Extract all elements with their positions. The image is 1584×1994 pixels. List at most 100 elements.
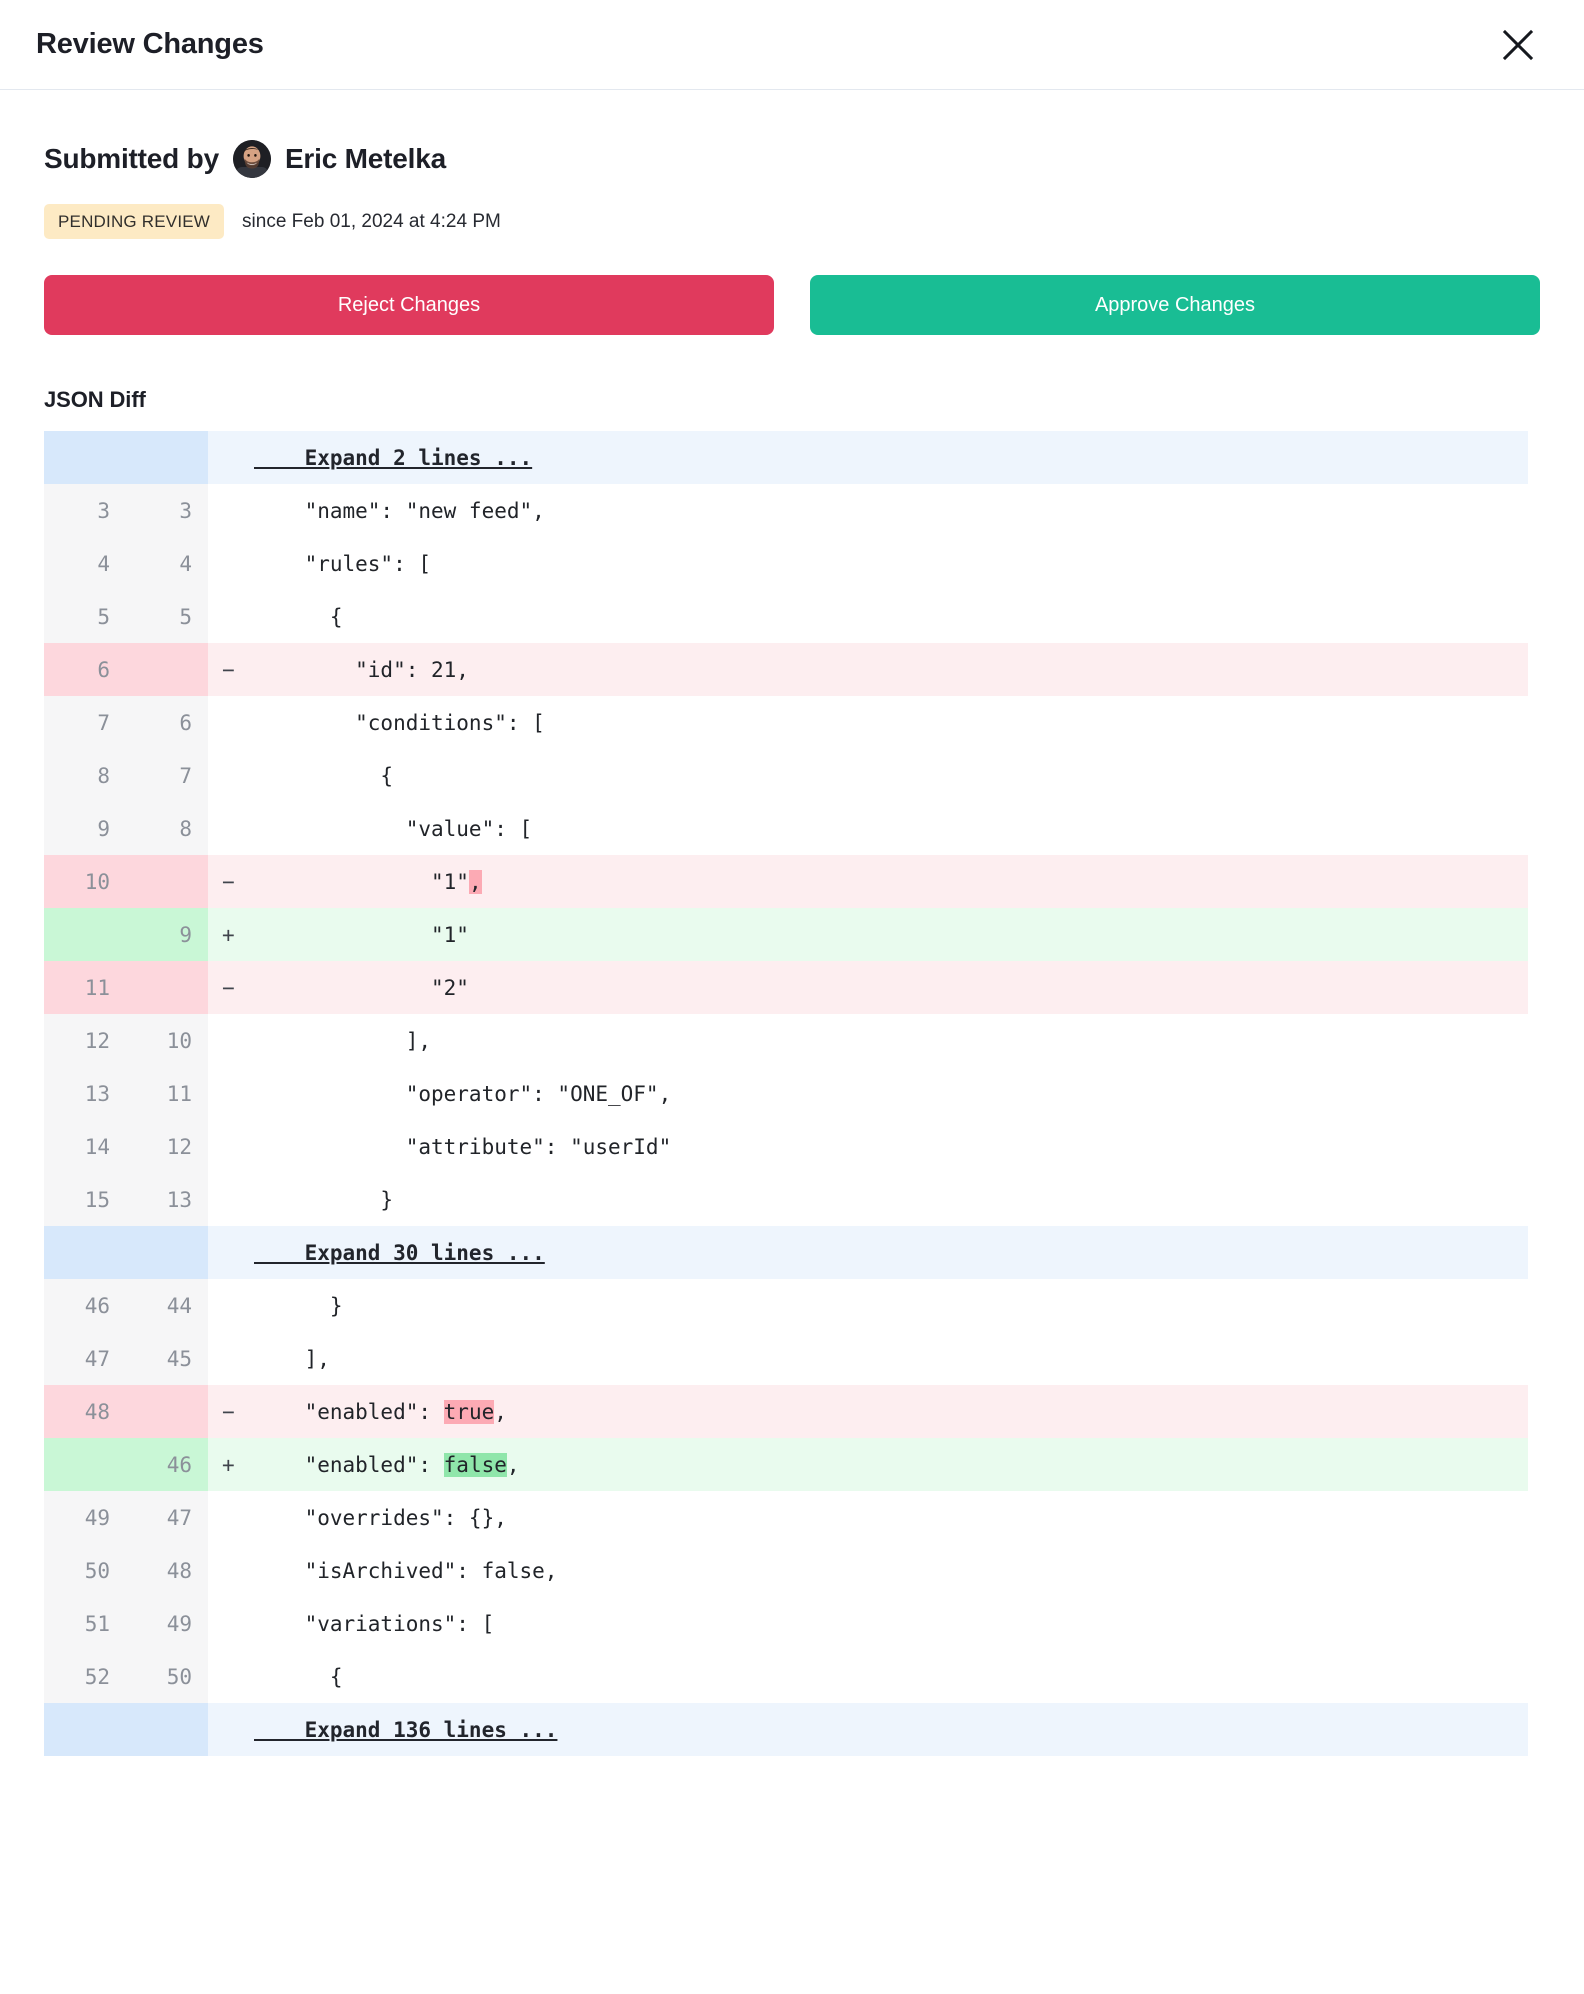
diff-row: 10− "1", [44,855,1528,908]
approve-changes-button[interactable]: Approve Changes [810,275,1540,335]
code-highlight: false [443,1452,507,1477]
line-number-old [44,1703,126,1756]
code-text: ], [254,1028,432,1053]
code-text: "value": [ [254,816,533,841]
diff-marker [208,1173,254,1226]
line-number-new: 7 [126,749,208,802]
line-number-new: 6 [126,696,208,749]
diff-marker [208,696,254,749]
line-number-new: 8 [126,802,208,855]
expand-lines-link[interactable]: Expand 2 lines ... [254,445,533,470]
expand-cell: Expand 136 lines ... [254,1703,1528,1756]
code-text-tail: , [494,1399,507,1424]
line-number-old [44,1438,126,1491]
line-number-new: 47 [126,1491,208,1544]
submitted-by-label: Submitted by [44,143,219,174]
diff-row: 48− "enabled": true, [44,1385,1528,1438]
code-text: "enabled": [254,1399,444,1424]
line-number-old: 6 [44,643,126,696]
line-number-new [126,1226,208,1279]
status-timestamp: since Feb 01, 2024 at 4:24 PM [242,210,501,232]
diff-code: "1" [254,908,1528,961]
diff-marker: − [208,961,254,1014]
code-highlight: , [468,869,482,894]
diff-marker [208,1226,254,1279]
diff-code: { [254,1650,1528,1703]
expand-cell: Expand 30 lines ... [254,1226,1528,1279]
close-button[interactable] [1496,23,1540,67]
diff-code: "enabled": true, [254,1385,1528,1438]
diff-row[interactable]: Expand 30 lines ... [44,1226,1528,1279]
diff-marker [208,1279,254,1332]
diff-marker [208,1650,254,1703]
diff-marker [208,1014,254,1067]
diff-row: 9+ "1" [44,908,1528,961]
line-number-new [126,961,208,1014]
code-text: "rules": [ [254,551,432,576]
line-number-old: 48 [44,1385,126,1438]
line-number-old: 9 [44,802,126,855]
line-number-new: 48 [126,1544,208,1597]
line-number-old [44,908,126,961]
diff-marker: + [208,1438,254,1491]
diff-code: { [254,590,1528,643]
line-number-old [44,431,126,484]
avatar [232,140,271,178]
code-highlight: true [443,1399,495,1424]
diff-row: 6− "id": 21, [44,643,1528,696]
line-number-new [126,1385,208,1438]
diff-marker [208,1544,254,1597]
diff-code: "name": "new feed", [254,484,1528,537]
code-text-tail: , [506,1452,520,1477]
diff-code: "2" [254,961,1528,1014]
code-text: { [254,604,343,629]
line-number-new: 45 [126,1332,208,1385]
reject-changes-button[interactable]: Reject Changes [44,275,774,335]
diff-marker [208,484,254,537]
diff-row: 46+ "enabled": false, [44,1438,1528,1491]
line-number-new: 5 [126,590,208,643]
expand-lines-link[interactable]: Expand 136 lines ... [254,1717,558,1742]
diff-marker [208,1491,254,1544]
line-number-new [126,643,208,696]
modal-body: Submitted by Eric Metelka [0,90,1584,1756]
code-text: { [254,1664,343,1689]
diff-row[interactable]: Expand 2 lines ... [44,431,1528,484]
diff-code: "attribute": "userId" [254,1120,1528,1173]
code-text: ], [254,1346,330,1371]
line-number-old [44,1226,126,1279]
diff-code: { [254,749,1528,802]
line-number-old: 7 [44,696,126,749]
status-badge: PENDING REVIEW [44,204,225,239]
diff-code: "id": 21, [254,643,1528,696]
line-number-old: 3 [44,484,126,537]
code-text: "isArchived": false, [254,1558,558,1583]
expand-lines-link[interactable]: Expand 30 lines ... [254,1240,545,1265]
diff-row[interactable]: Expand 136 lines ... [44,1703,1528,1756]
code-text: "id": 21, [254,657,469,682]
code-text: "operator": "ONE_OF", [254,1081,672,1106]
diff-code: "variations": [ [254,1597,1528,1650]
diff-marker [208,1120,254,1173]
diff-marker: + [208,908,254,961]
line-number-old: 52 [44,1650,126,1703]
line-number-new [126,1703,208,1756]
diff-code: } [254,1173,1528,1226]
line-number-new: 3 [126,484,208,537]
line-number-old: 47 [44,1332,126,1385]
submitter-name: Eric Metelka [284,143,446,174]
line-number-new: 44 [126,1279,208,1332]
line-number-old: 8 [44,749,126,802]
code-text: "1" [254,869,469,894]
diff-row: 11− "2" [44,961,1528,1014]
